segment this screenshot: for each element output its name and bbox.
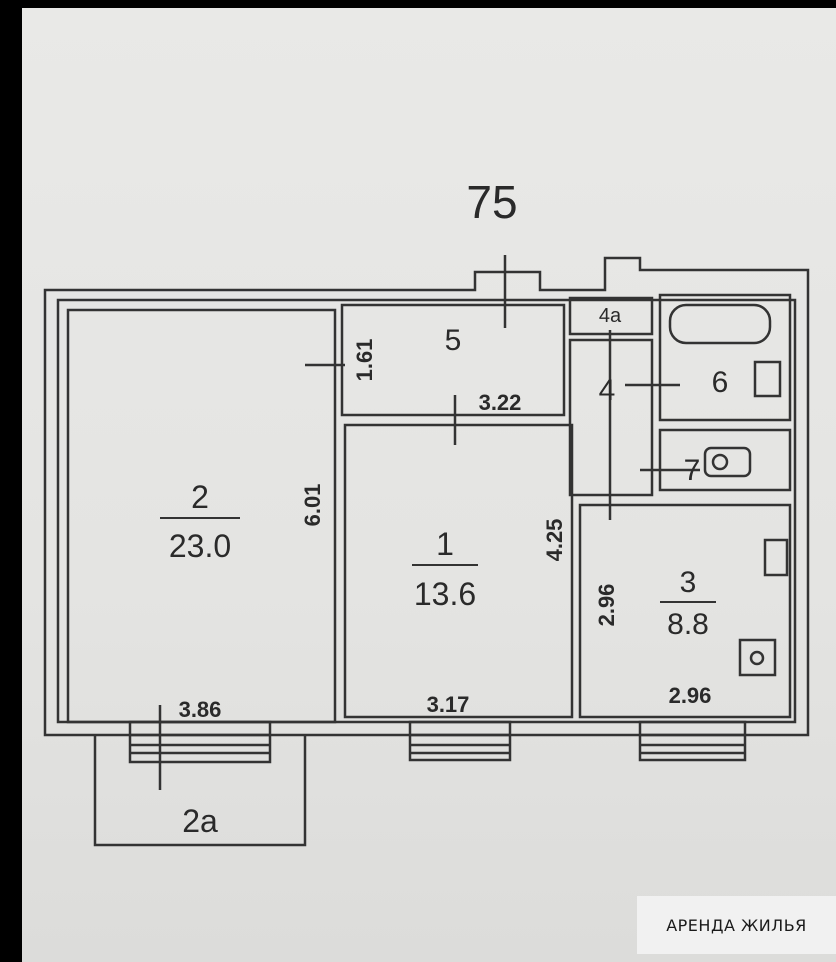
room-label-7: 7	[684, 454, 701, 487]
floor-plan-paper	[22, 8, 836, 962]
window	[408, 720, 512, 762]
room-label-3: 3	[680, 566, 697, 599]
bathtub	[668, 303, 772, 345]
dim-room3-width: 2.96	[669, 683, 712, 708]
room-label-5: 5	[445, 324, 462, 357]
room-label-4a: 4a	[599, 305, 622, 327]
room-label-1: 1	[436, 526, 454, 562]
room-5	[340, 303, 566, 417]
window	[638, 720, 747, 762]
room-label-2: 2	[191, 479, 209, 515]
room-1	[343, 423, 574, 719]
room-label-4: 4	[599, 374, 616, 407]
dim-room1-length: 4.25	[542, 519, 567, 562]
room-area-2: 23.0	[169, 528, 231, 564]
inner-outline	[56, 298, 797, 724]
room-label-2a: 2a	[182, 803, 218, 839]
dim-room5-width: 3.22	[479, 390, 522, 415]
window	[128, 720, 272, 764]
sink-3	[763, 538, 789, 577]
rental-badge: АРЕНДА ЖИЛЬЯ	[637, 896, 836, 954]
room-area-3: 8.8	[667, 608, 709, 641]
room-area-1: 13.6	[414, 576, 476, 612]
balcony-2a	[93, 735, 307, 847]
room-label-6: 6	[712, 366, 729, 399]
sink-6	[753, 360, 782, 398]
dim-room1-width: 3.17	[427, 692, 470, 717]
toilet	[703, 446, 752, 478]
room-6	[658, 293, 792, 422]
room-7	[658, 428, 792, 492]
rental-badge-label: АРЕНДА ЖИЛЬЯ	[666, 915, 807, 935]
dim-room2-width: 3.86	[179, 697, 222, 722]
dim-room5-depth: 1.61	[352, 339, 377, 382]
room-2	[66, 308, 337, 724]
room-3	[578, 503, 792, 719]
outer-wall	[43, 256, 810, 737]
dim-room2-length: 6.01	[300, 484, 325, 527]
building-number: 75	[466, 176, 517, 228]
stove	[738, 638, 777, 677]
dim-room3-length: 2.96	[594, 584, 619, 627]
